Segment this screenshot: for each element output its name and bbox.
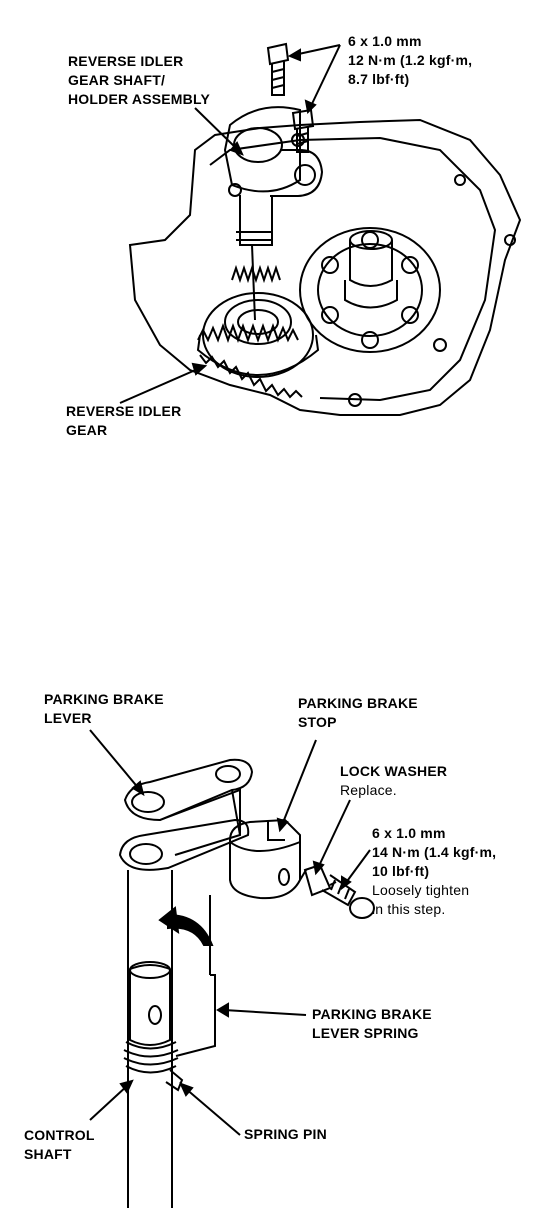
bearing-outer <box>299 227 441 353</box>
shaft-holder-label: REVERSE IDLER GEAR SHAFT/ HOLDER ASSEMBL… <box>68 53 210 107</box>
brake-stop <box>229 818 301 900</box>
lock-washer-label: LOCK WASHER Replace. <box>340 763 448 798</box>
brake-stop-label: PARKING BRAKE STOP <box>298 695 418 730</box>
main-shaft <box>349 240 393 287</box>
housing-inner-edge <box>209 136 497 402</box>
reverse-idler-figure: REVERSE IDLER GEAR SHAFT/ HOLDER ASSEMBL… <box>0 0 560 470</box>
bolt-note-line-2: in this step. <box>372 901 446 917</box>
bolt-note-line-1: Loosely tighten <box>372 882 470 898</box>
control-shaft-label: CONTROL SHAFT <box>24 1127 95 1162</box>
spring-pin-label: SPRING PIN <box>244 1126 327 1142</box>
lever-spring-label: PARKING BRAKE LEVER SPRING <box>312 1006 432 1041</box>
parking-brake-illustration <box>89 729 375 1208</box>
bottom-bolt-spec-label: 6 x 1.0 mm 14 N·m (1.4 kgf·m, 10 lbf·ft)… <box>372 825 497 917</box>
idler-gear-face <box>202 292 314 378</box>
lever-spring-arm <box>175 974 216 1057</box>
lever-spring-coil <box>123 1041 179 1074</box>
parking-brake-figure: PARKING BRAKE LEVER PARKING BRAKE STOP L… <box>0 670 560 1208</box>
housing-outline <box>128 118 522 416</box>
idler-gear-teeth <box>197 323 299 343</box>
spring-pin <box>165 1069 184 1092</box>
top-bolt-spec-label: 6 x 1.0 mm 12 N·m (1.2 kgf·m, 8.7 lbf·ft… <box>348 33 473 87</box>
lock-washer-note: Replace. <box>340 782 397 798</box>
bolt-left <box>266 42 290 96</box>
holder-shaft <box>239 195 273 246</box>
brake-lever-label: PARKING BRAKE LEVER <box>44 691 164 726</box>
bearing-inner <box>317 243 423 337</box>
bolt-right <box>291 108 315 153</box>
reverse-idler-illustration <box>119 42 522 416</box>
idler-gear-label: REVERSE IDLER GEAR <box>66 403 182 438</box>
